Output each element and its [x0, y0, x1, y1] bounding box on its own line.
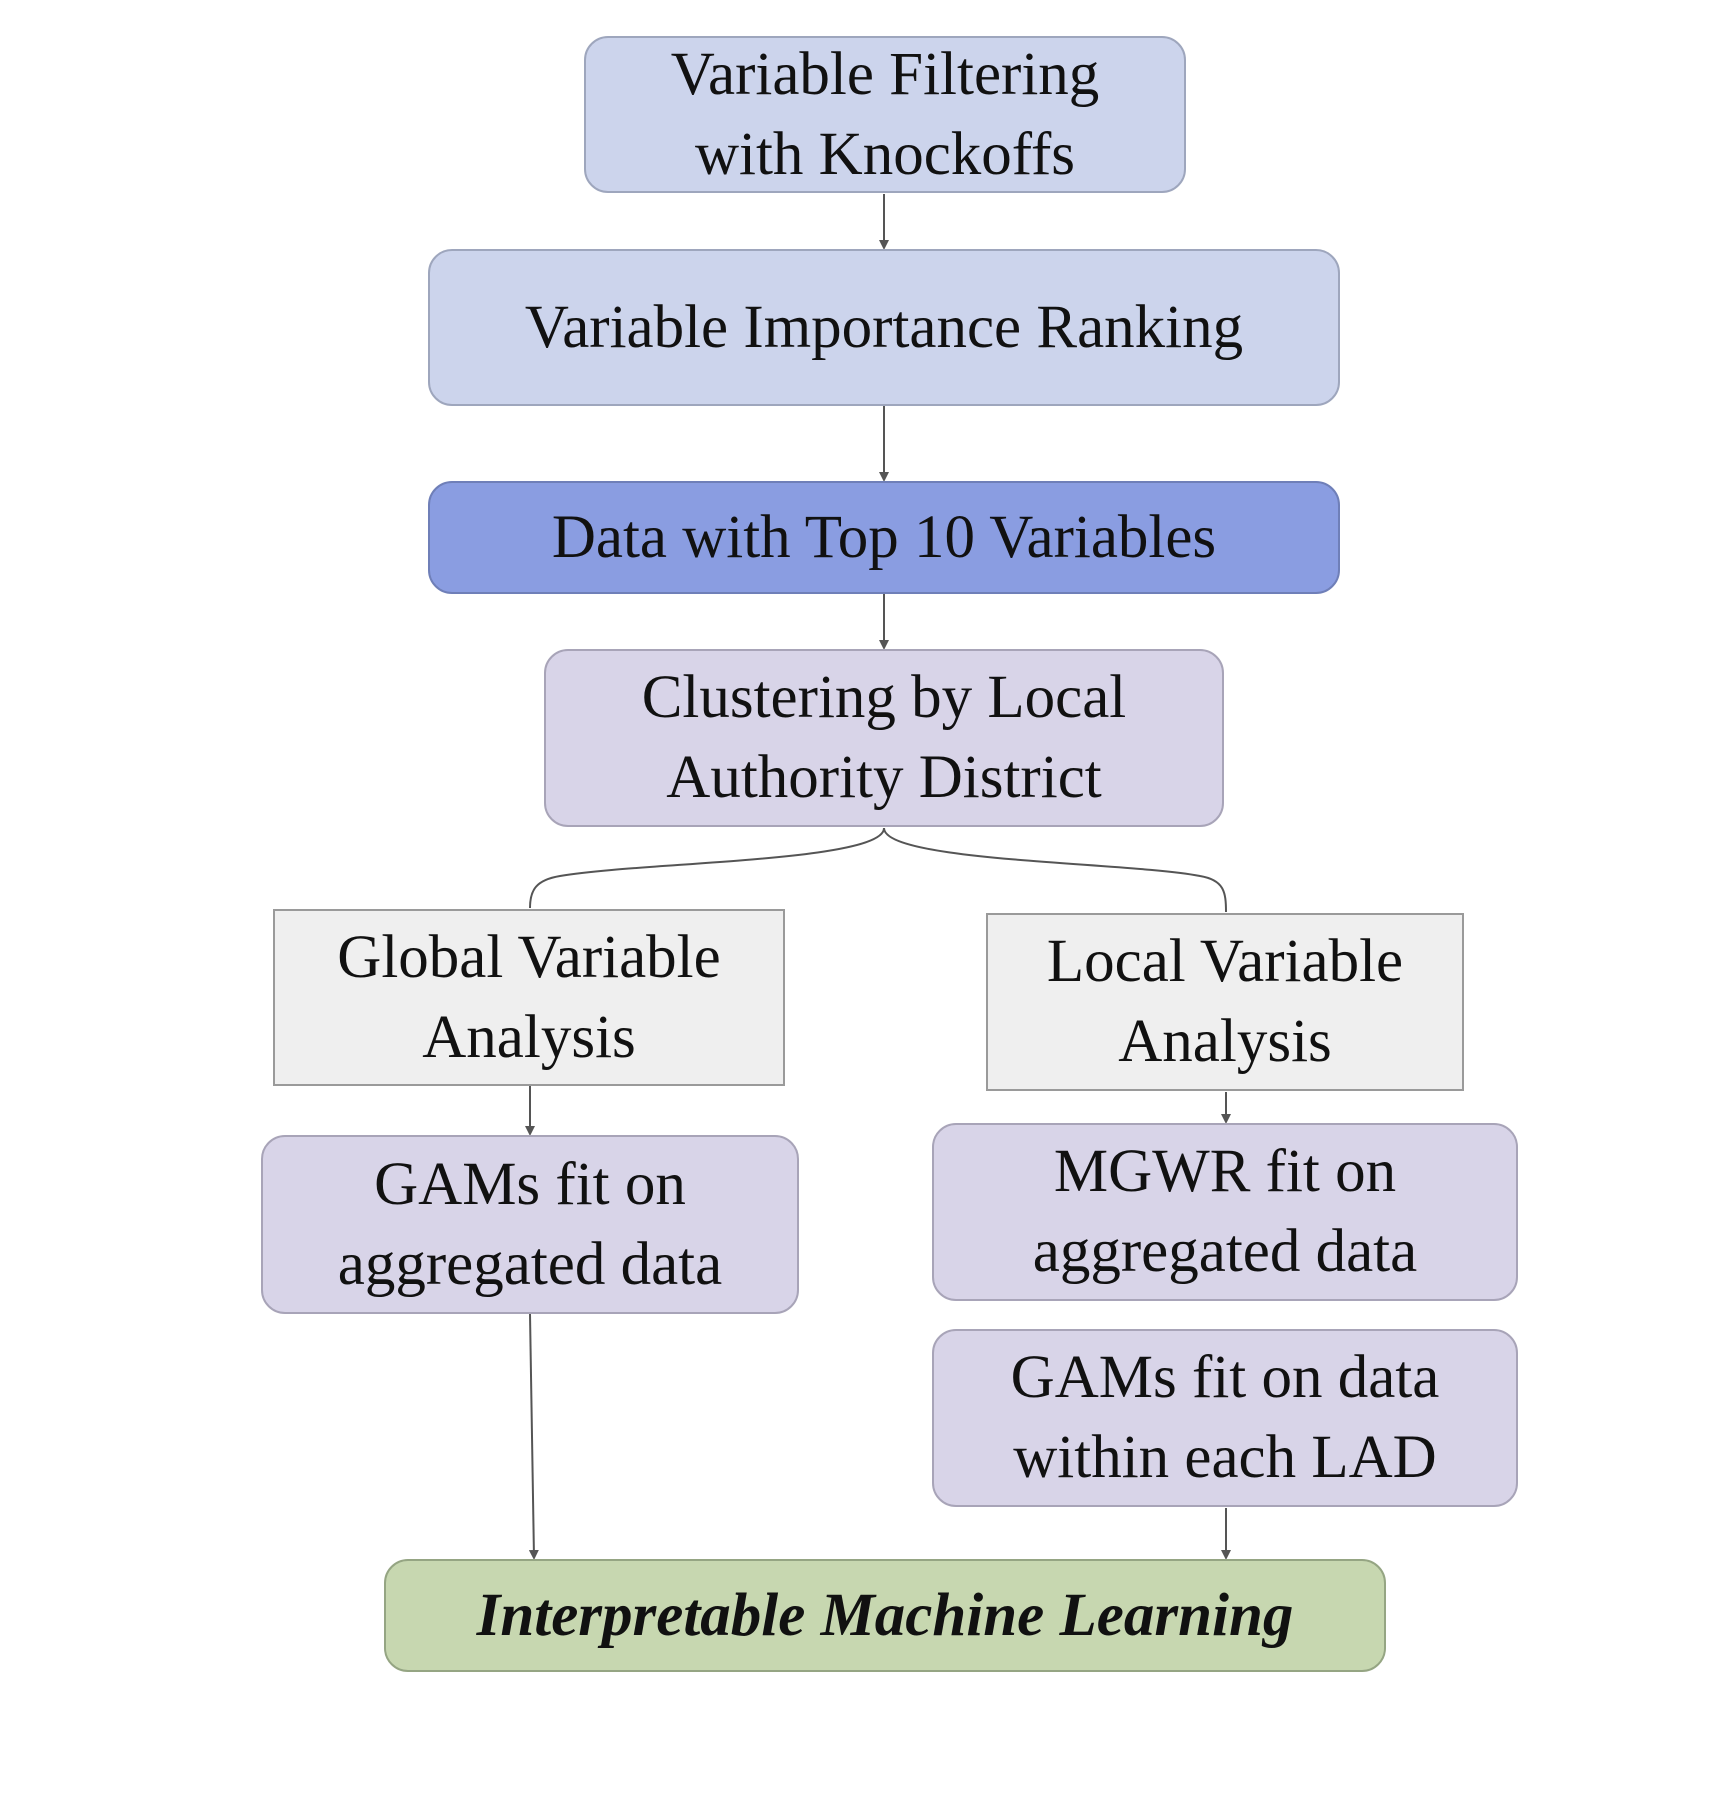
node-interpretable-ml-line-1: Interpretable Machine Learning [476, 1581, 1294, 1649]
node-global-variable-analysis: Global Variable Analysis [273, 909, 785, 1086]
node-mgwr-aggregated: MGWR fit on aggregated data [932, 1123, 1518, 1301]
node-variable-filtering-line-1: Variable Filtering [670, 40, 1100, 108]
node-clustering-lad: Clustering by Local Authority District [544, 649, 1224, 827]
node-gams-aggregated-line-2: aggregated data [337, 1230, 723, 1298]
node-clustering-lad-line-1: Clustering by Local [641, 664, 1127, 731]
node-gams-within-lad: GAMs fit on data within each LAD [932, 1329, 1518, 1507]
node-gams-aggregated: GAMs fit on aggregated data [261, 1135, 799, 1314]
node-interpretable-ml: Interpretable Machine Learning [384, 1559, 1386, 1672]
node-gams-within-lad-line-2: within each LAD [1013, 1424, 1437, 1491]
node-gams-aggregated-line-1: GAMs fit on [374, 1150, 686, 1218]
node-variable-filtering-line-2: with Knockoffs [694, 120, 1076, 188]
node-gams-within-lad-line-1: GAMs fit on data [1010, 1344, 1440, 1411]
edge-clustering-to-local [883, 827, 1227, 913]
node-global-variable-analysis-line-1: Global Variable [337, 923, 721, 991]
node-data-top-10-variables-line-1: Data with Top 10 Variables [551, 503, 1217, 571]
node-variable-filtering: Variable Filtering with Knockoffs [584, 36, 1186, 193]
edge-clustering-to-global [529, 827, 885, 909]
node-mgwr-aggregated-line-1: MGWR fit on [1053, 1138, 1397, 1205]
node-local-variable-analysis-line-2: Analysis [1118, 1008, 1332, 1075]
node-local-variable-analysis: Local Variable Analysis [986, 913, 1464, 1091]
node-global-variable-analysis-line-2: Analysis [422, 1003, 636, 1071]
node-local-variable-analysis-line-1: Local Variable [1046, 928, 1404, 995]
node-mgwr-aggregated-line-2: aggregated data [1032, 1218, 1418, 1285]
node-data-top-10-variables: Data with Top 10 Variables [428, 481, 1340, 594]
edge-gams-to-iml [528, 1313, 539, 1560]
node-variable-importance-ranking-line-1: Variable Importance Ranking [524, 293, 1244, 361]
node-variable-importance-ranking: Variable Importance Ranking [428, 249, 1340, 406]
node-clustering-lad-line-2: Authority District [666, 744, 1102, 811]
